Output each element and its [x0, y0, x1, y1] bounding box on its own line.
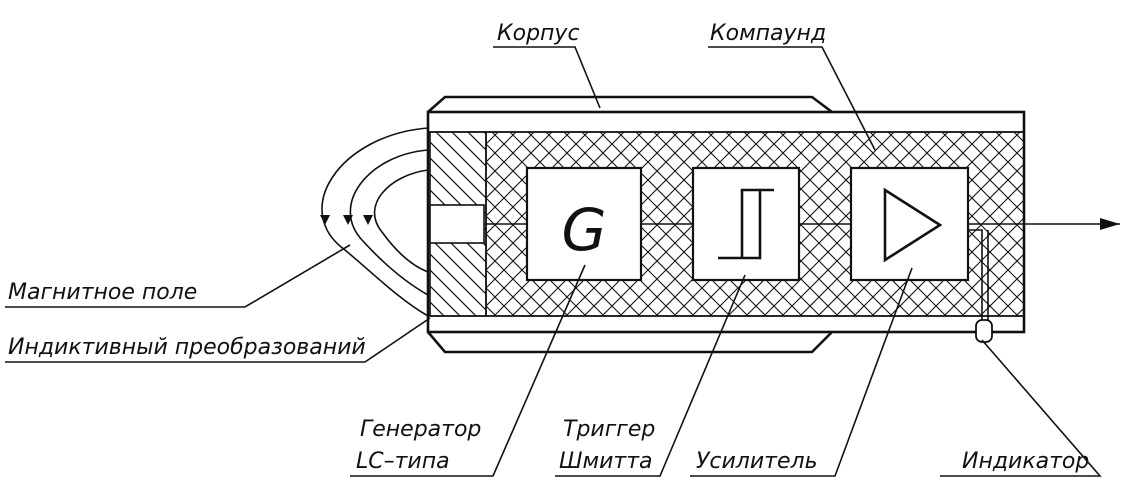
indicator: [968, 229, 993, 343]
hysteresis-icon: [718, 188, 774, 260]
label-indicator: Индикатор: [962, 449, 1089, 474]
generator-box: [525, 166, 643, 282]
trigger-block: [691, 166, 801, 282]
amplifier-triangle-icon: [883, 187, 943, 263]
label-amplifier: Усилитель: [696, 449, 818, 474]
field-arrow-1: [320, 215, 330, 225]
indicator-led: [975, 319, 993, 343]
leader-magnetic-field: [5, 244, 351, 308]
generator-block: G: [525, 166, 643, 282]
leader-housing: [493, 46, 601, 109]
output-arrow: [1024, 218, 1120, 230]
leader-trigger: [555, 274, 746, 477]
converter-gap: [429, 204, 485, 244]
label-housing: Корпус: [497, 21, 580, 46]
amplifier-block: [849, 166, 970, 282]
housing-bottom: [427, 331, 833, 354]
label-inductive-converter: Индиктивный преобразований: [8, 335, 366, 360]
label-magnetic-field: Магнитное поле: [8, 280, 197, 305]
indicator-wire: [968, 229, 989, 320]
generator-symbol: G: [562, 196, 607, 264]
label-trigger-line2: Шмитта: [559, 449, 653, 474]
field-arrow-2: [343, 215, 353, 225]
labels: Корпус Компаунд Магнитное поле Индиктивн…: [8, 21, 1089, 474]
leader-indicator: [940, 339, 1102, 477]
housing-top: [427, 95, 833, 114]
amplifier-box: [849, 166, 970, 282]
leader-compound: [708, 46, 876, 151]
field-line-outer: [321, 127, 429, 317]
leader-generator: [350, 264, 586, 477]
output-arrowhead: [1100, 218, 1120, 230]
leader-lines: [5, 46, 1102, 477]
label-generator-line2: LC–типа: [356, 449, 450, 474]
inductive-converter-core: [429, 131, 487, 317]
label-generator-line1: Генератор: [360, 417, 481, 442]
trigger-box: [691, 166, 801, 282]
field-arrow-3: [363, 215, 373, 225]
leader-amplifier: [690, 267, 913, 477]
leader-inductive-converter: [5, 317, 431, 363]
label-compound: Компаунд: [710, 21, 826, 46]
label-trigger-line1: Триггер: [563, 417, 655, 442]
field-line-middle: [349, 149, 429, 296]
field-line-inner: [373, 169, 429, 273]
magnetic-field-lines: [320, 127, 429, 317]
